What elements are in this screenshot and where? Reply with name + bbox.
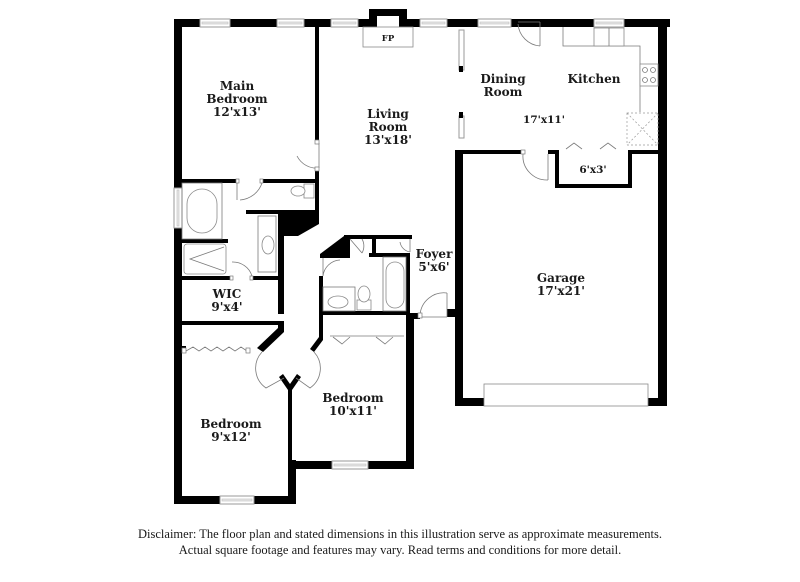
room-garage: Garage 17'x21' bbox=[537, 271, 586, 298]
window-bedroom-2 bbox=[331, 460, 369, 470]
bathtub-hall bbox=[382, 256, 407, 312]
window-bath-left bbox=[173, 187, 183, 229]
vanity-main bbox=[257, 215, 277, 273]
doors bbox=[229, 21, 549, 389]
fireplace bbox=[362, 26, 414, 48]
room-bedroom-2: Bedroom 10'x11' bbox=[322, 391, 383, 418]
interior-walls bbox=[182, 27, 658, 466]
room-foyer: Foyer 5'x6' bbox=[416, 247, 453, 274]
door-foyer-closet bbox=[399, 239, 411, 253]
room-wic: WIC 9'x4' bbox=[211, 287, 242, 314]
room-kitchen: Kitchen 17'x11' bbox=[523, 72, 621, 126]
disclaimer-line-2: Actual square footage and features may v… bbox=[178, 543, 622, 557]
door-front bbox=[419, 292, 448, 318]
shower bbox=[183, 243, 227, 275]
room-name: Room bbox=[369, 120, 408, 134]
closet-bifold-bedroom-3 bbox=[185, 346, 248, 352]
windows bbox=[173, 18, 625, 505]
window-living-1 bbox=[330, 18, 359, 28]
door-main-bedroom bbox=[296, 143, 320, 169]
window-kitchen bbox=[593, 18, 625, 28]
room-dimensions: 9'x4' bbox=[211, 300, 242, 314]
door-garage-entry bbox=[522, 153, 549, 181]
window-main-bedroom-2 bbox=[276, 18, 305, 28]
room-dimensions: 12'x13' bbox=[213, 105, 261, 119]
door-dining-exterior bbox=[517, 21, 541, 47]
door-bedroom-2 bbox=[295, 351, 321, 389]
window-dining bbox=[477, 18, 512, 28]
room-dimensions: 10'x11' bbox=[329, 404, 377, 418]
room-dimensions: 13'x18' bbox=[364, 133, 412, 147]
room-name: Bedroom bbox=[206, 92, 267, 106]
room-name: Bedroom bbox=[322, 391, 383, 405]
room-name: Room bbox=[484, 85, 523, 99]
room-main-bedroom: Main Bedroom 12'x13' bbox=[206, 79, 267, 119]
room-pantry: 6'x3' bbox=[579, 164, 606, 176]
vanity-hall bbox=[322, 286, 356, 312]
room-name: Main bbox=[220, 79, 255, 93]
room-name: Living bbox=[367, 107, 409, 121]
door-wic bbox=[231, 261, 253, 277]
disclaimer: Disclaimer: The floor plan and stated di… bbox=[0, 526, 800, 558]
room-dimensions: 9'x12' bbox=[211, 430, 251, 444]
room-dimensions: 17'x11' bbox=[523, 114, 565, 126]
room-name: WIC bbox=[212, 287, 242, 301]
window-living-2 bbox=[419, 18, 448, 28]
window-living-side-1 bbox=[458, 29, 465, 71]
pantry-bifold bbox=[565, 142, 583, 150]
room-name: Garage bbox=[537, 271, 586, 285]
closet-bifold-bedroom-2 bbox=[332, 336, 351, 345]
disclaimer-line-1: Disclaimer: The floor plan and stated di… bbox=[138, 527, 662, 541]
room-dimensions: 17'x21' bbox=[537, 284, 585, 298]
fireplace-label: FP bbox=[382, 34, 395, 44]
door-bedroom-3 bbox=[255, 351, 285, 389]
toilet-main bbox=[303, 183, 315, 199]
bathtub-main bbox=[181, 182, 223, 240]
room-name: Foyer bbox=[416, 247, 453, 261]
window-bedroom-3 bbox=[219, 495, 255, 505]
room-labels: Main Bedroom 12'x13' Living Room 13'x18'… bbox=[200, 72, 620, 444]
room-dining-room: Dining Room bbox=[480, 72, 526, 99]
door-linen bbox=[349, 238, 365, 254]
room-name: Kitchen bbox=[568, 72, 621, 86]
refrigerator bbox=[626, 112, 659, 146]
room-dimensions: 6'x3' bbox=[579, 164, 606, 176]
room-name: Bedroom bbox=[200, 417, 261, 431]
room-bedroom-3: Bedroom 9'x12' bbox=[200, 417, 261, 444]
room-living-room: Living Room 13'x18' bbox=[364, 107, 412, 147]
garage-door bbox=[483, 383, 649, 407]
window-main-bedroom-1 bbox=[199, 18, 231, 28]
window-living-side-2 bbox=[458, 115, 465, 139]
door-hall-bath bbox=[322, 258, 341, 277]
door-main-bath bbox=[236, 182, 263, 201]
fixtures: FP bbox=[181, 26, 659, 407]
room-dimensions: 5'x6' bbox=[418, 260, 449, 274]
kitchen-stove bbox=[639, 63, 659, 87]
room-name: Dining bbox=[480, 72, 526, 86]
